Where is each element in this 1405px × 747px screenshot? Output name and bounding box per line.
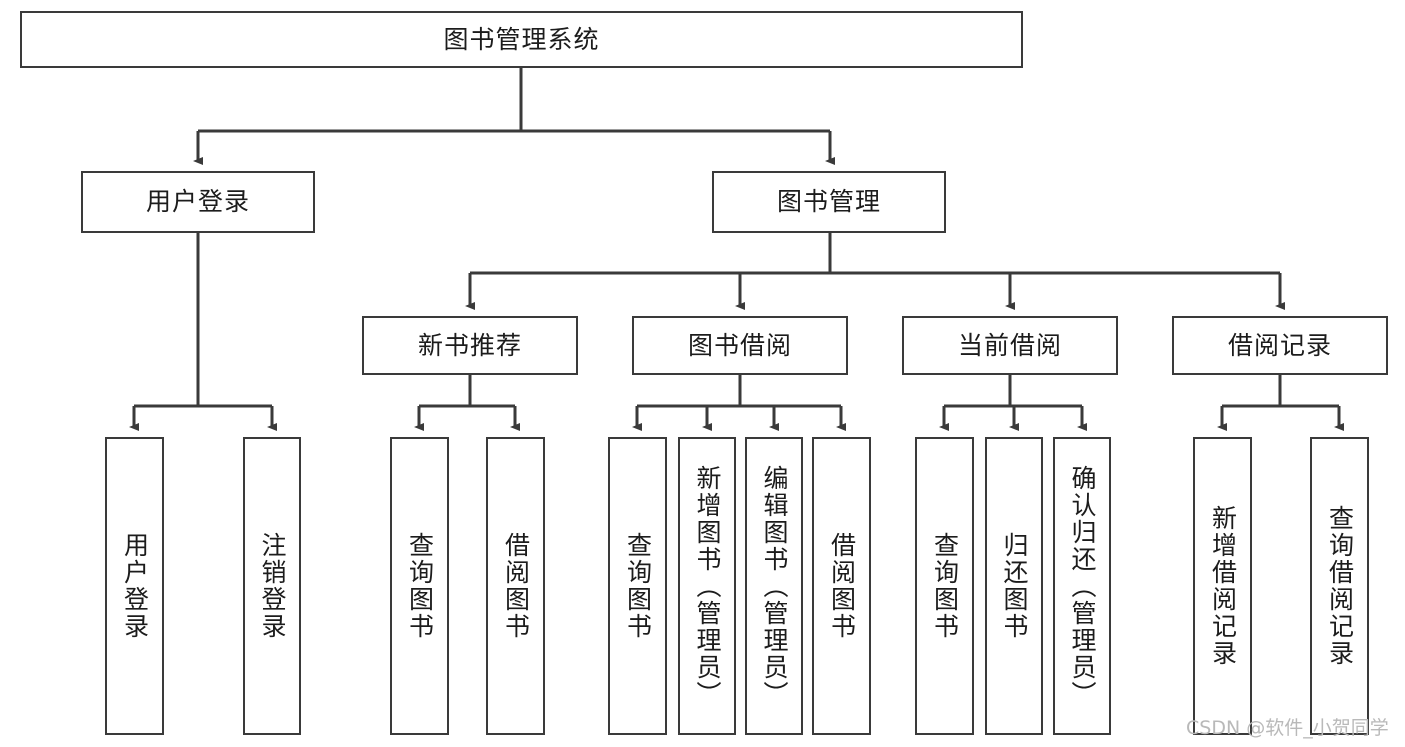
node-leaf-query-book-borrow-label: 查询图书: [623, 532, 653, 640]
node-book-borrow[interactable]: 图书借阅: [632, 316, 848, 375]
node-borrow-record-label: 借阅记录: [1227, 330, 1332, 360]
node-leaf-logout[interactable]: 注销登录: [243, 437, 301, 735]
node-leaf-query-book-recommend[interactable]: 查询图书: [390, 437, 449, 735]
csdn-watermark: CSDN @软件_小贺同学: [1186, 717, 1389, 739]
node-leaf-query-book-recommend-label: 查询图书: [405, 532, 435, 640]
node-new-book-recommend-label: 新书推荐: [417, 330, 522, 360]
node-leaf-add-borrow-record[interactable]: 新增借阅记录: [1193, 437, 1252, 735]
node-current-borrow[interactable]: 当前借阅: [902, 316, 1118, 375]
node-leaf-add-borrow-record-label: 新增借阅记录: [1208, 505, 1238, 667]
node-leaf-query-borrow-record-label: 查询借阅记录: [1325, 505, 1355, 667]
node-leaf-borrow-book-recommend-label: 借阅图书: [501, 532, 531, 640]
node-root[interactable]: 图书管理系统: [20, 11, 1023, 68]
node-leaf-return-book-label: 归还图书: [1000, 532, 1029, 640]
node-leaf-query-book-current[interactable]: 查询图书: [915, 437, 974, 735]
node-leaf-confirm-return-admin[interactable]: 确认归还（管理员）: [1053, 437, 1111, 735]
node-user-login-label: 用户登录: [145, 187, 250, 217]
node-borrow-record[interactable]: 借阅记录: [1172, 316, 1388, 375]
node-leaf-query-book-current-label: 查询图书: [930, 532, 960, 640]
node-leaf-user-login-label: 用户登录: [120, 532, 150, 640]
node-book-manage[interactable]: 图书管理: [712, 171, 946, 233]
node-book-borrow-label: 图书借阅: [687, 330, 792, 360]
node-leaf-user-login[interactable]: 用户登录: [105, 437, 164, 735]
node-book-manage-label: 图书管理: [776, 187, 881, 217]
node-leaf-borrow-book-recommend[interactable]: 借阅图书: [486, 437, 545, 735]
node-root-label: 图书管理系统: [443, 24, 600, 54]
node-leaf-query-book-borrow[interactable]: 查询图书: [608, 437, 667, 735]
node-leaf-return-book[interactable]: 归还图书: [985, 437, 1043, 735]
node-leaf-edit-book-admin[interactable]: 编辑图书（管理员）: [745, 437, 803, 735]
node-new-book-recommend[interactable]: 新书推荐: [362, 316, 578, 375]
node-leaf-confirm-return-admin-label: 确认归还（管理员）: [1068, 464, 1097, 708]
node-leaf-borrow-book[interactable]: 借阅图书: [812, 437, 871, 735]
node-leaf-add-book-admin-label: 新增图书（管理员）: [693, 464, 722, 708]
node-leaf-borrow-book-label: 借阅图书: [827, 532, 857, 640]
node-user-login[interactable]: 用户登录: [81, 171, 315, 233]
node-leaf-logout-label: 注销登录: [258, 532, 287, 640]
node-current-borrow-label: 当前借阅: [957, 330, 1062, 360]
node-leaf-edit-book-admin-label: 编辑图书（管理员）: [760, 464, 789, 708]
node-leaf-query-borrow-record[interactable]: 查询借阅记录: [1310, 437, 1369, 735]
node-leaf-add-book-admin[interactable]: 新增图书（管理员）: [678, 437, 736, 735]
